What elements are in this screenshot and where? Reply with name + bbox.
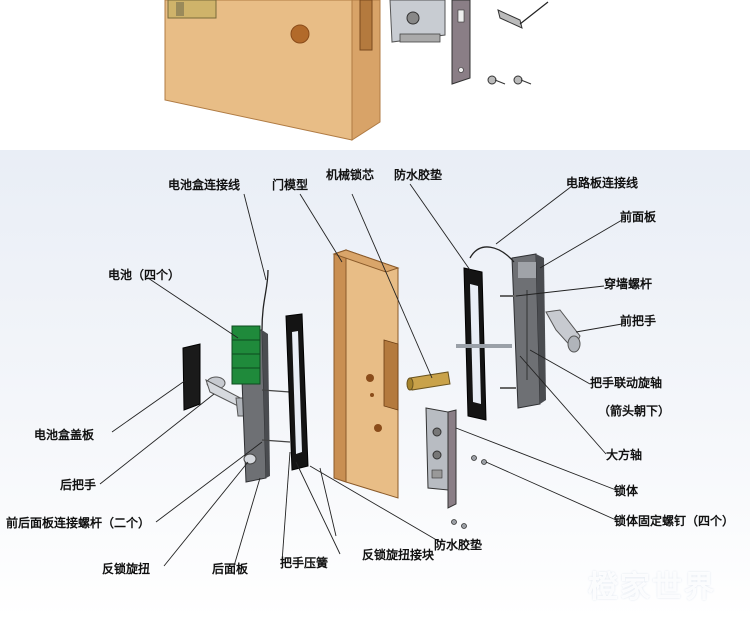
door-model-part xyxy=(332,249,400,499)
label-knob-connector: 反锁旋扭接块 xyxy=(362,548,435,562)
label-rear-handle: 后把手 xyxy=(60,478,97,492)
mechanical-cylinder-part xyxy=(406,371,451,391)
lock-body-screws xyxy=(451,455,487,529)
install-illustration xyxy=(164,0,549,141)
label-through-screw: 穿墙螺杆 xyxy=(604,277,653,291)
top-install-scene xyxy=(0,0,750,150)
label-waterproof-bottom: 防水胶垫 xyxy=(434,538,483,552)
door-wood-edge xyxy=(351,0,381,141)
door-bore-hole xyxy=(290,24,310,44)
label-lock-body: 锁体 xyxy=(614,484,639,498)
watermark: 橙家世界 xyxy=(588,570,716,605)
label-front-handle: 前把手 xyxy=(620,314,657,328)
label-front-panel: 前面板 xyxy=(620,210,657,224)
label-handle-shaft: 把手联动旋轴 xyxy=(590,376,663,390)
label-mech-core: 机械锁芯 xyxy=(326,168,375,182)
label-circuit-wire: 电路板连接线 xyxy=(566,176,639,190)
label-panel-screw: 前后面板连接螺杆（二个） xyxy=(6,516,151,530)
label-battery-box-wire: 电池盒连接线 xyxy=(168,178,241,192)
label-door-model: 门模型 xyxy=(272,178,309,192)
lock-body-part xyxy=(425,407,457,509)
label-anti-lock-knob: 反锁旋扭 xyxy=(102,562,151,576)
label-rear-panel: 后面板 xyxy=(212,562,249,576)
label-battery: 电池（四个） xyxy=(108,268,181,282)
label-arrow-down: （箭头朝下） xyxy=(598,404,671,418)
battery-wire xyxy=(261,269,269,331)
label-body-screw: 锁体固定螺钉（四个） xyxy=(614,514,735,528)
leader-lines xyxy=(99,183,623,567)
anti-lock-knob-part xyxy=(243,453,257,465)
through-wall-screws xyxy=(500,295,516,389)
label-handle-spring: 把手压簧 xyxy=(280,556,329,570)
cylinder-cap xyxy=(176,2,184,16)
label-square-shaft: 大方轴 xyxy=(606,448,643,462)
battery-pack xyxy=(231,325,261,385)
label-battery-cover: 电池盒盖板 xyxy=(34,428,95,442)
label-waterproof-top: 防水胶垫 xyxy=(394,168,443,182)
battery-cover-plate xyxy=(182,343,201,411)
door-mortise xyxy=(359,0,373,51)
rear-gasket xyxy=(285,313,309,471)
panel-screws xyxy=(261,389,291,443)
front-panel-part xyxy=(511,253,546,409)
screws-top xyxy=(487,1,549,85)
front-handle-part xyxy=(545,309,581,353)
circuit-wire xyxy=(469,246,515,263)
lock-faceplate-top xyxy=(451,0,471,85)
